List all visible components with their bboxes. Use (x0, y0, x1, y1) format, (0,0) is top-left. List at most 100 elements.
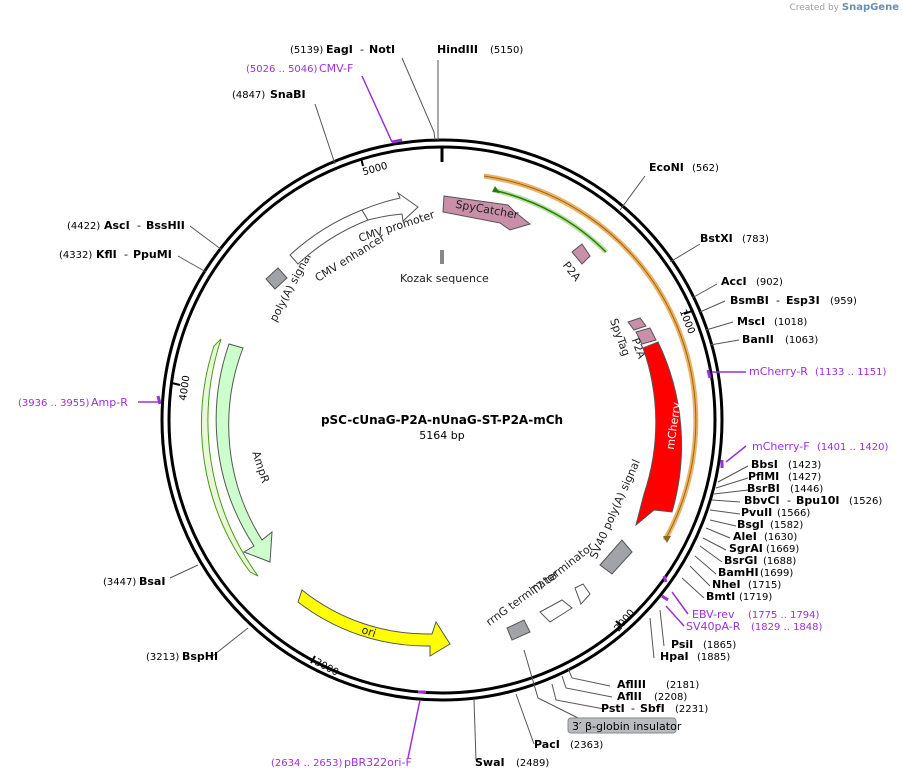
ampr-green-track (201, 338, 259, 577)
primer-range-ampr: (3936 .. 3955) (18, 398, 90, 409)
enzyme-pos-bmti: (1719) (739, 592, 772, 603)
enzyme-bpu10i: Bpu10I (796, 494, 840, 507)
spycatcher-feature (442, 195, 532, 231)
primer-labels: (5026 .. 5046) CMV-F mCherry-R (1133 .. … (18, 62, 889, 769)
enzyme-psti: PstI (601, 702, 625, 715)
enzyme-labels: (5139) EagI - NotI HindIII (5150) (4847)… (59, 43, 882, 769)
enzyme-sbfi: SbfI (640, 702, 665, 715)
primer-lines (138, 75, 747, 759)
enzyme-paci: PacI (534, 738, 560, 751)
enzyme-ppumi: PpuMI (133, 248, 172, 261)
primer-range-cmvf: (5026 .. 5046) (246, 64, 318, 75)
enzyme-bsshii: BssHII (146, 219, 185, 232)
enzyme-dash-eagi: - (360, 43, 364, 56)
enzyme-pos-psii: (1865) (703, 640, 736, 651)
enzyme-bstxi: BstXI (700, 232, 733, 245)
sv40-polya-feature (599, 539, 633, 575)
enzyme-pos-hindiii: (5150) (490, 45, 523, 56)
enzyme-hpai: HpaI (660, 650, 689, 663)
primer-sv40par: SV40pA-R (686, 620, 741, 633)
spytag-feature (627, 317, 647, 331)
enzyme-pos-bsmbi: (959) (830, 296, 857, 307)
primer-range-pbr322ori: (2634 .. 2653) (271, 758, 343, 769)
p2a-2-feature (635, 327, 657, 345)
orange-feature-arc-core (483, 175, 697, 541)
enzyme-pos-kfli: (4332) (59, 250, 92, 261)
snapgene-credit: Created by SnapGene (789, 2, 899, 13)
enzyme-afliii: AflIII (617, 678, 646, 691)
tick-5000: 5000 (361, 161, 388, 179)
primer-pbr322ori: pBR322ori-F (344, 756, 412, 769)
globin-insulator-label: 3′ β-globin insulator (572, 720, 682, 733)
enzyme-pvuii: PvuII (741, 506, 772, 519)
enzyme-pos-bstxi: (783) (742, 234, 769, 245)
enzyme-hindiii: HindIII (437, 43, 478, 56)
enzyme-dash-bsmbi: - (776, 294, 780, 307)
enzyme-banii: BanII (742, 333, 774, 346)
enzyme-pos-nhei: (1715) (748, 580, 781, 591)
enzyme-kfli: KflI (96, 248, 117, 261)
enzyme-bbsi: BbsI (751, 458, 778, 471)
primer-range-sv40par: (1829 .. 1848) (751, 622, 823, 633)
primer-range-ebvrev: (1775 .. 1794) (748, 610, 820, 621)
enzyme-noti: NotI (369, 43, 395, 56)
backbone (160, 138, 724, 702)
enzyme-pos-sgrai: (1669) (766, 544, 799, 555)
enzyme-aflii: AflII (617, 690, 642, 703)
enzyme-swai: SwaI (475, 756, 505, 769)
enzyme-pos-econi: (562) (692, 163, 719, 174)
enzyme-msci: MscI (737, 315, 765, 328)
ori-feature (297, 589, 451, 657)
enzyme-bsgi: BsgI (737, 518, 764, 531)
enzyme-pos-psti: (2231) (675, 704, 708, 715)
enzyme-dash-bbvci: - (787, 494, 791, 507)
ampr-label: AmpR (249, 449, 272, 485)
enzyme-bmti: BmtI (706, 590, 735, 603)
t7-terminator-feature (574, 583, 591, 605)
enzyme-pos-bamhi: (1699) (760, 568, 793, 579)
plasmid-size: 5164 bp (419, 429, 464, 442)
green-arc-head (492, 186, 500, 193)
enzyme-dash-kfli: - (124, 248, 128, 261)
globin-insulator-badge: 3′ β-globin insulator (567, 717, 682, 734)
primer-mcherryr: mCherry-R (749, 365, 808, 378)
ori-label: ori (360, 623, 378, 640)
kozak-label: Kozak sequence (400, 272, 489, 285)
enzyme-acci: AccI (721, 275, 747, 288)
enzyme-esp3i: Esp3I (786, 294, 820, 307)
enzyme-asci: AscI (104, 219, 130, 232)
enzyme-dash-psti: - (631, 702, 635, 715)
primer-ebvrev: EBV-rev (692, 608, 735, 621)
enzyme-pos-snabi: (4847) (232, 90, 265, 101)
enzyme-pos-asci: (4422) (67, 221, 100, 232)
plasmid-name: pSC-cUnaG-P2A-nUnaG-ST-P2A-mCh (321, 413, 563, 427)
kozak-feature (440, 250, 444, 264)
primer-range-mcherryr: (1133 .. 1151) (815, 367, 887, 378)
enzyme-pos-bbsi: (1423) (788, 460, 821, 471)
enzyme-snabi: SnaBI (270, 88, 306, 101)
enzyme-pos-bbvci: (1526) (849, 496, 882, 507)
enzyme-bsphi: BspHI (182, 650, 218, 663)
enzyme-pos-afliii: (2181) (666, 680, 699, 691)
credit-text: Created by (789, 3, 839, 13)
enzyme-bamhi: BamHI (718, 566, 759, 579)
enzyme-pos-bsrbi: (1446) (790, 484, 823, 495)
enzyme-pos-hpai: (1885) (697, 652, 730, 663)
enzyme-pos-pvuii: (1566) (777, 508, 810, 519)
enzyme-pos-acci: (902) (756, 277, 783, 288)
enzyme-pos-bsgi: (1582) (770, 520, 803, 531)
enzyme-pos-msci: (1018) (774, 317, 807, 328)
green-feature-arc-core (496, 190, 607, 253)
polya-signal-feature (265, 267, 288, 290)
enzyme-bsmbi: BsmBI (730, 294, 769, 307)
enzyme-pos-banii: (1063) (785, 335, 818, 346)
orange-arc-head (663, 536, 671, 543)
enzyme-bbvci: BbvCI (744, 494, 780, 507)
enzyme-pos-bsai: (3447) (103, 577, 136, 588)
enzyme-pos-bsrgi: (1688) (763, 556, 796, 567)
cmv-promoter-feature (361, 191, 419, 223)
enzyme-pos-pflmi: (1427) (788, 472, 821, 483)
enzyme-sgrai: SgrAI (729, 542, 763, 555)
enzyme-pos-alei: (1630) (764, 532, 797, 543)
